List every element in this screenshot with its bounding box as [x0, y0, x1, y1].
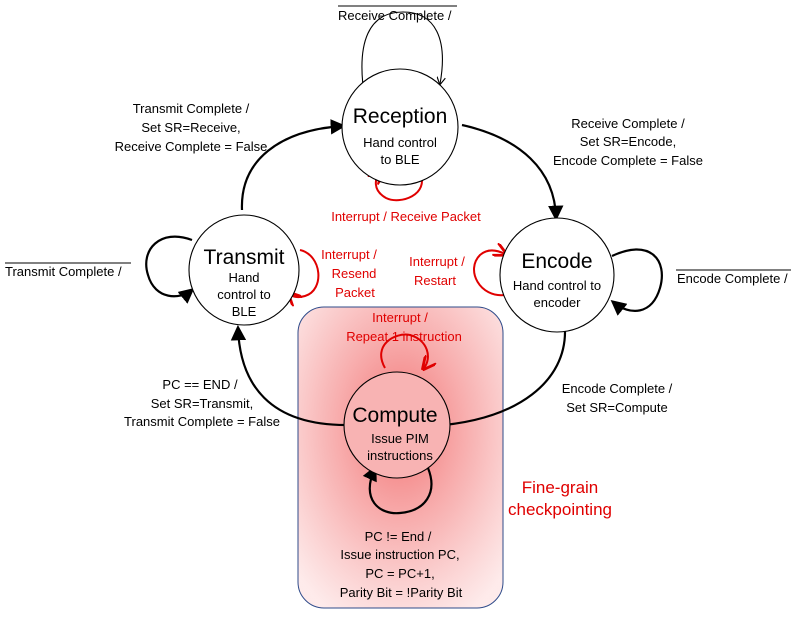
label-line: Fine-grain: [522, 478, 599, 497]
interrupt-loop-compute: [380, 333, 428, 368]
state-desc: Hand: [228, 270, 259, 285]
label-line: Interrupt /: [321, 247, 377, 262]
label-line: Packet: [335, 285, 375, 300]
state-title: Reception: [353, 105, 448, 128]
state-desc: instructions: [367, 448, 433, 463]
label-line: PC != End /: [365, 529, 432, 544]
interrupt-label-reception: Interrupt / Receive Packet: [331, 209, 481, 224]
label-line: PC == END /: [162, 377, 238, 392]
self-loop-compute: [362, 465, 433, 515]
state-desc: control to: [217, 287, 270, 302]
label-line: Receive Complete = False: [115, 139, 268, 154]
self-loop-encode: [610, 248, 663, 316]
transition-label-encode-to-compute: Encode Complete / Set SR=Compute: [562, 381, 673, 415]
interrupt-label-transmit: Interrupt / Resend Packet: [321, 247, 377, 300]
self-loop-label-transmit: Transmit Complete /: [5, 264, 122, 279]
state-title: Encode: [521, 250, 592, 273]
region-label: Fine-grain checkpointing: [508, 478, 612, 519]
state-desc: BLE: [232, 304, 257, 319]
label-line: Transmit Complete /: [133, 101, 250, 116]
label-line: Interrupt /: [372, 310, 428, 325]
interrupt-label-compute: Interrupt / Repeat 1 instruction: [346, 310, 462, 344]
arrow-reception-to-encode: [461, 123, 564, 222]
arrow-encode-to-compute: [429, 329, 567, 433]
label-line: Interrupt /: [409, 254, 465, 269]
label-line: Parity Bit = !Parity Bit: [340, 585, 463, 600]
interrupt-loop-transmit: [290, 249, 320, 297]
state-desc: Hand control to: [513, 278, 601, 293]
label-line: PC = PC+1,: [365, 566, 434, 581]
state-transmit: Transmit Hand control to BLE: [188, 214, 300, 326]
label-line: Repeat 1 instruction: [346, 329, 462, 344]
label-line: Restart: [414, 273, 456, 288]
self-loop-transmit: [145, 235, 195, 304]
label-line: Set SR=Encode,: [580, 134, 676, 149]
self-loop-reception: [361, 11, 442, 101]
state-reception: Reception Hand control to BLE: [341, 68, 459, 186]
interrupt-label-encode: Interrupt / Restart: [409, 254, 465, 288]
interrupt-loop-encode: [473, 250, 505, 297]
label-line: Set SR=Transmit,: [151, 396, 253, 411]
state-desc: encoder: [534, 295, 582, 310]
self-loop-label-reception: Receive Complete /: [338, 8, 452, 23]
state-compute: Compute Issue PIM instructions: [343, 371, 451, 479]
self-loop-label-encode: Encode Complete /: [677, 271, 788, 286]
arrow-compute-to-transmit: [230, 324, 347, 427]
state-desc: Hand control: [363, 135, 437, 150]
transition-label-compute-to-transmit: PC == END / Set SR=Transmit, Transmit Co…: [124, 377, 280, 429]
label-line: checkpointing: [508, 500, 612, 519]
label-line: Encode Complete = False: [553, 153, 703, 168]
label-line: Set SR=Compute: [566, 400, 668, 415]
state-title: Compute: [352, 404, 437, 427]
label-line: Resend: [332, 266, 377, 281]
label-line: Encode Complete /: [562, 381, 673, 396]
arrow-transmit-to-reception: [240, 119, 347, 211]
transition-label-reception-to-encode: Receive Complete / Set SR=Encode, Encode…: [553, 116, 703, 168]
label-line: Transmit Complete = False: [124, 414, 280, 429]
label-line: Receive Complete /: [571, 116, 685, 131]
transition-label-transmit-to-reception: Transmit Complete / Set SR=Receive, Rece…: [115, 101, 268, 154]
state-desc: to BLE: [380, 152, 419, 167]
self-loop-label-compute: PC != End / Issue instruction PC, PC = P…: [340, 529, 463, 600]
state-desc: Issue PIM: [371, 431, 429, 446]
state-encode: Encode Hand control to encoder: [499, 217, 615, 333]
state-title: Transmit: [204, 246, 285, 269]
label-line: Issue instruction PC,: [340, 547, 459, 562]
label-line: Set SR=Receive,: [141, 120, 240, 135]
